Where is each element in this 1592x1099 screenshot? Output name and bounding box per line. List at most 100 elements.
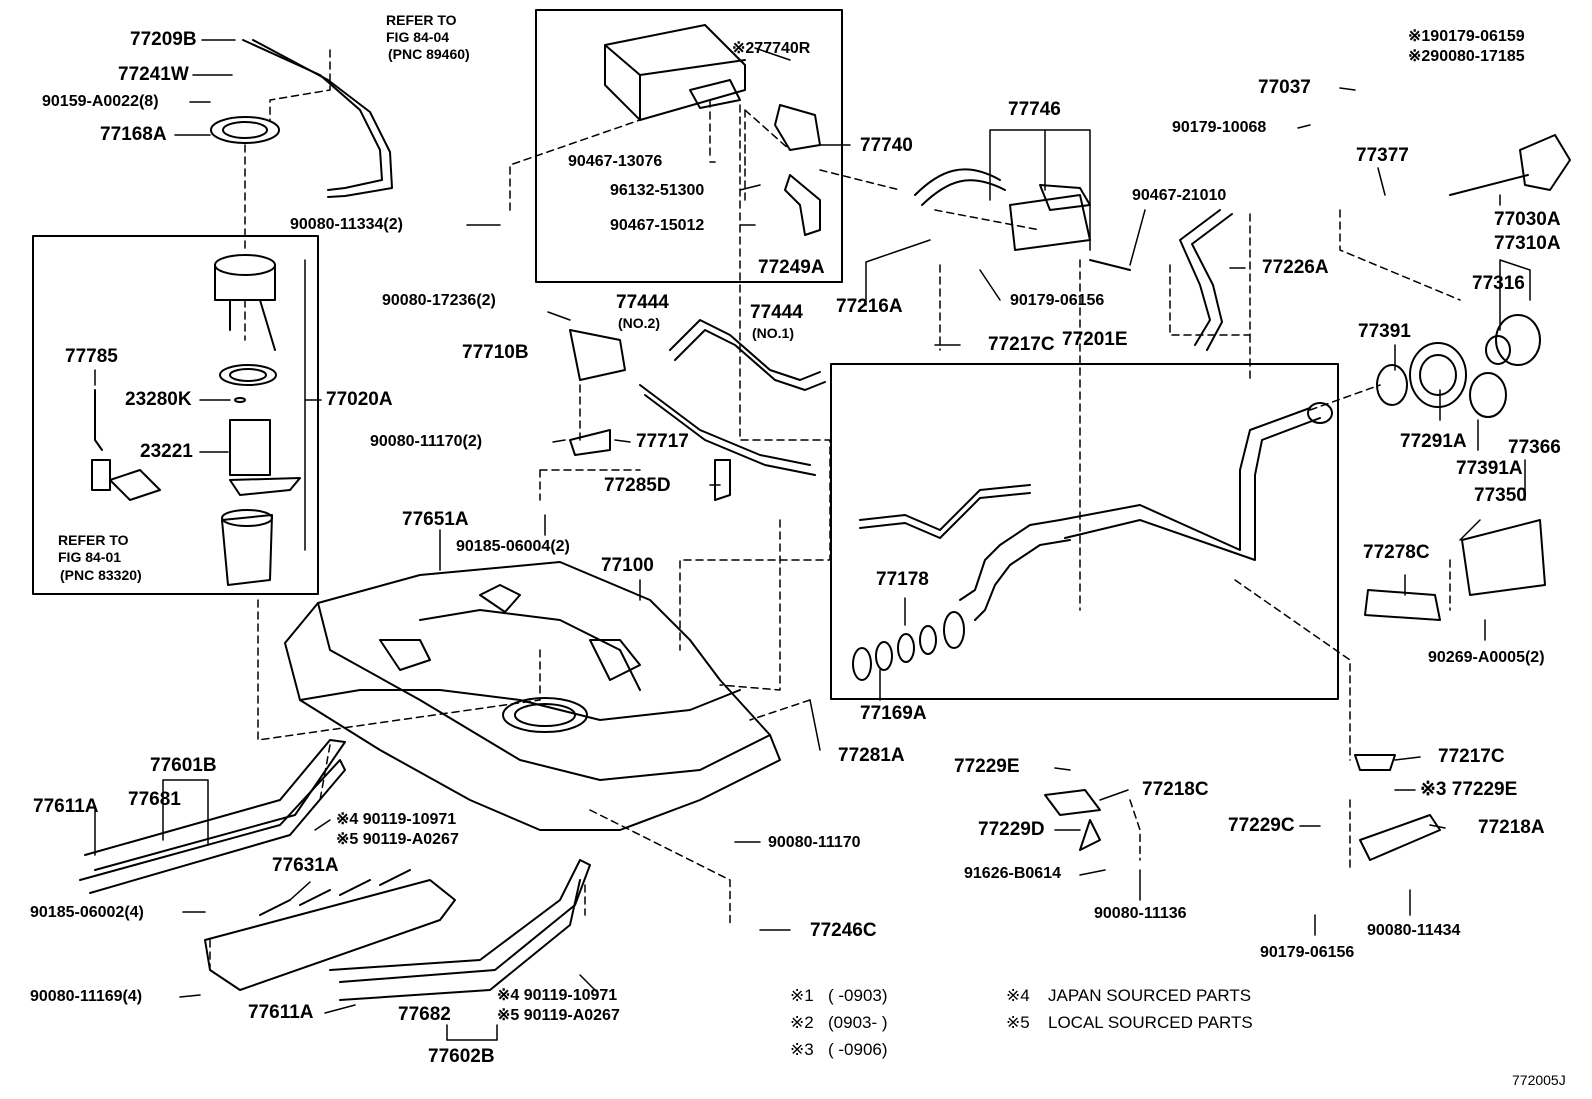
part-label-77030A[interactable]: 77030A	[1494, 209, 1561, 230]
refer-note-1-line2: FIG 84-04	[386, 29, 450, 45]
tank-bands	[79, 739, 591, 1001]
part-label-90269-A0005[interactable]: 90269-A0005(2)	[1428, 649, 1545, 666]
part-label-77444-no2[interactable]: 77444	[616, 292, 669, 313]
part-label-90467-21010[interactable]: 90467-21010	[1132, 187, 1227, 204]
part-label-77710B[interactable]: 77710B	[462, 342, 529, 363]
part-label-77316[interactable]: 77316	[1472, 273, 1525, 294]
part-label-91626-B0614[interactable]: 91626-B0614	[964, 865, 1061, 882]
part-label-77310A[interactable]: 77310A	[1494, 233, 1561, 254]
part-label-77444-no1[interactable]: 77444	[750, 302, 803, 323]
part-label-90119-10971-b[interactable]: ※4 90119-10971	[497, 987, 618, 1004]
part-label-23221[interactable]: 23221	[140, 441, 193, 462]
part-label-77682[interactable]: 77682	[398, 1004, 451, 1025]
part-label-77785[interactable]: 77785	[65, 346, 118, 367]
part-label-90185-06004[interactable]: 90185-06004(2)	[456, 538, 570, 555]
part-label-96132-51300[interactable]: 96132-51300	[610, 182, 705, 199]
part-label-77281A[interactable]: 77281A	[838, 745, 905, 766]
part-label-77226A[interactable]: 77226A	[1262, 257, 1329, 278]
part-label-90467-13076[interactable]: 90467-13076	[568, 153, 663, 170]
part-label-77391A[interactable]: 77391A	[1456, 458, 1523, 479]
part-label-77278C[interactable]: 77278C	[1363, 542, 1430, 563]
part-label-90179-06156-bottom[interactable]: 90179-06156	[1260, 944, 1355, 961]
part-label-77229E-left[interactable]: 77229E	[954, 756, 1020, 777]
part-label-90185-06002[interactable]: 90185-06002(4)	[30, 904, 144, 921]
filler-pipe	[859, 402, 1333, 621]
part-label-77350[interactable]: 77350	[1474, 485, 1527, 506]
part-label-77229E-right[interactable]: ※3 77229E	[1420, 779, 1518, 800]
part-note-no1: (NO.1)	[752, 325, 794, 341]
part-label-90119-A0267-a[interactable]: ※5 90119-A0267	[336, 831, 459, 848]
part-label-77611A-bottom[interactable]: 77611A	[248, 1002, 314, 1023]
part-label-90179-06156-top[interactable]: 90179-06156	[1010, 292, 1105, 309]
part-label-90119-10971-a[interactable]: ※4 90119-10971	[336, 811, 457, 828]
part-label-77100[interactable]: 77100	[601, 555, 654, 576]
part-label-77651A[interactable]: 77651A	[402, 509, 469, 530]
part-label-77611A-left[interactable]: 77611A	[33, 796, 99, 817]
part-label-90467-15012[interactable]: 90467-15012	[610, 217, 705, 234]
pump-assembly	[91, 116, 301, 586]
part-label-77229C[interactable]: 77229C	[1228, 815, 1295, 836]
legend-key-4: ※4	[1006, 986, 1030, 1005]
part-label-77218C[interactable]: 77218C	[1142, 779, 1209, 800]
part-label-77217C-top[interactable]: 77217C	[988, 334, 1055, 355]
part-label-77285D[interactable]: 77285D	[604, 475, 671, 496]
legend-key-3: ※3	[790, 1040, 814, 1059]
canister-group-frame	[535, 9, 843, 283]
legend-value-1: ( -0903)	[828, 986, 888, 1005]
part-label-77601B[interactable]: 77601B	[150, 755, 217, 776]
part-label-77746[interactable]: 77746	[1008, 99, 1061, 120]
part-label-77246C[interactable]: 77246C	[810, 920, 877, 941]
part-label-77241W[interactable]: 77241W	[118, 64, 189, 85]
part-label-90080-17185[interactable]: ※290080-17185	[1408, 48, 1525, 65]
part-label-23280K[interactable]: 23280K	[125, 389, 192, 410]
part-label-77249A[interactable]: 77249A	[758, 257, 825, 278]
part-label-77216A[interactable]: 77216A	[836, 296, 903, 317]
part-label-90080-11170-2[interactable]: 90080-11170(2)	[370, 433, 483, 450]
part-label-77391[interactable]: 77391	[1358, 321, 1411, 342]
part-label-77168A[interactable]: 77168A	[100, 124, 167, 145]
part-label-90179-06159[interactable]: ※190179-06159	[1408, 28, 1525, 45]
refer-note-2-line1: REFER TO	[58, 532, 129, 548]
part-label-77209B[interactable]: 77209B	[130, 29, 197, 50]
legend-value-4: JAPAN SOURCED PARTS	[1048, 986, 1252, 1005]
part-label-90080-11169[interactable]: 90080-11169(4)	[30, 988, 143, 1005]
part-label-90080-11334[interactable]: 90080-11334(2)	[290, 216, 403, 233]
part-label-77201E[interactable]: 77201E	[1062, 329, 1128, 350]
part-label-77217C-right[interactable]: 77217C	[1438, 746, 1505, 767]
part-label-90159-A0022[interactable]: 90159-A0022(8)	[42, 93, 159, 110]
sub-canister	[914, 168, 1131, 271]
part-label-90080-11136[interactable]: 90080-11136	[1094, 905, 1187, 922]
part-label-77291A[interactable]: 77291A	[1400, 431, 1467, 452]
part-label-77169A[interactable]: 77169A	[860, 703, 927, 724]
part-label-90080-17236[interactable]: 90080-17236(2)	[382, 292, 496, 309]
part-label-77740[interactable]: 77740	[860, 135, 913, 156]
part-label-77366[interactable]: 77366	[1508, 437, 1561, 458]
leader-lines	[94, 39, 1531, 1041]
part-label-77020A[interactable]: 77020A	[326, 389, 393, 410]
fuel-tank	[284, 561, 781, 831]
part-label-77717[interactable]: 77717	[636, 431, 689, 452]
part-label-77218A[interactable]: 77218A	[1478, 817, 1545, 838]
part-label-77681[interactable]: 77681	[128, 789, 181, 810]
legend-key-2: ※2	[790, 1013, 814, 1032]
part-label-77037[interactable]: 77037	[1258, 77, 1311, 98]
part-label-77631A[interactable]: 77631A	[272, 855, 339, 876]
part-label-90179-10068[interactable]: 90179-10068	[1172, 119, 1267, 136]
part-label-77178[interactable]: 77178	[876, 569, 929, 590]
part-label-77377[interactable]: 77377	[1356, 145, 1409, 166]
part-label-90119-A0267-b[interactable]: ※5 90119-A0267	[497, 1007, 620, 1024]
part-label-77229D[interactable]: 77229D	[978, 819, 1045, 840]
part-label-90080-11170[interactable]: 90080-11170	[768, 834, 861, 851]
part-label-77740R[interactable]: ※277740R	[732, 40, 811, 57]
legend-key-1: ※1	[790, 986, 814, 1005]
refer-note-2-line3: (PNC 83320)	[60, 567, 142, 583]
fuel-cap	[1364, 134, 1571, 621]
legend-value-5: LOCAL SOURCED PARTS	[1048, 1013, 1253, 1032]
part-label-90080-11434[interactable]: 90080-11434	[1367, 922, 1461, 939]
part-label-77602B[interactable]: 77602B	[428, 1046, 495, 1067]
filler-pipe-frame	[830, 363, 1339, 700]
figure-code: 772005J	[1512, 1072, 1566, 1088]
legend-key-5: ※5	[1006, 1013, 1030, 1032]
